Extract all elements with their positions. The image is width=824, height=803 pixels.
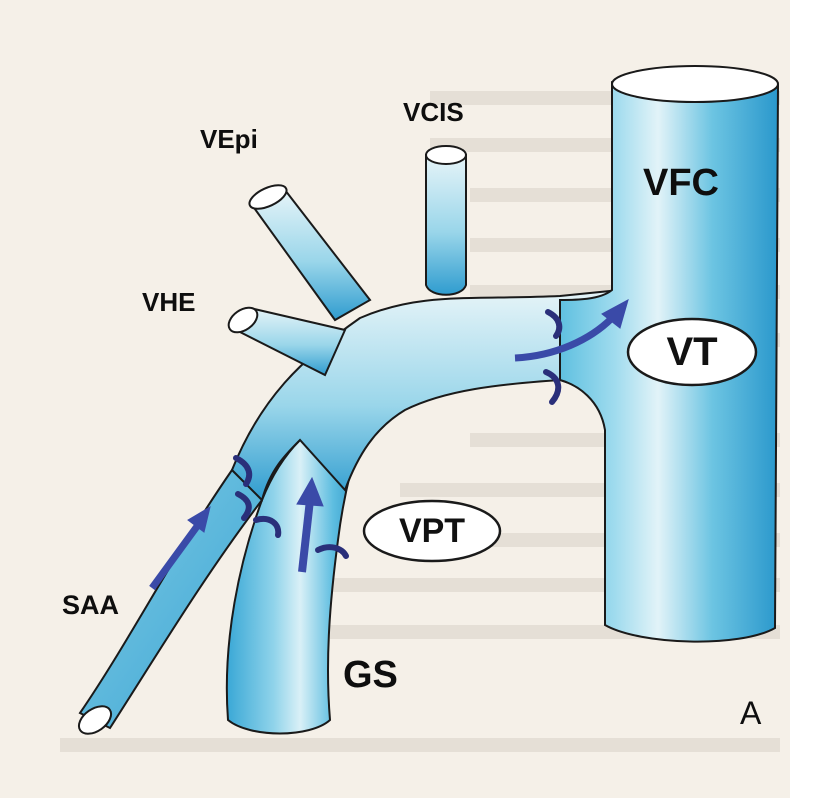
label-saa: SAA <box>62 590 119 621</box>
right-margin <box>790 0 824 798</box>
vcis-vessel <box>426 155 466 295</box>
label-vepi: VEpi <box>200 124 258 155</box>
label-vt: VT <box>626 318 758 386</box>
label-vpt: VPT <box>362 500 502 562</box>
label-vhe: VHE <box>142 287 195 318</box>
panel-letter: A <box>740 695 761 732</box>
vcis-opening <box>426 146 466 164</box>
label-gs: GS <box>343 654 398 697</box>
label-vfc: VFC <box>643 162 719 205</box>
label-vcis: VCIS <box>403 97 464 128</box>
vfc-opening <box>612 66 778 102</box>
